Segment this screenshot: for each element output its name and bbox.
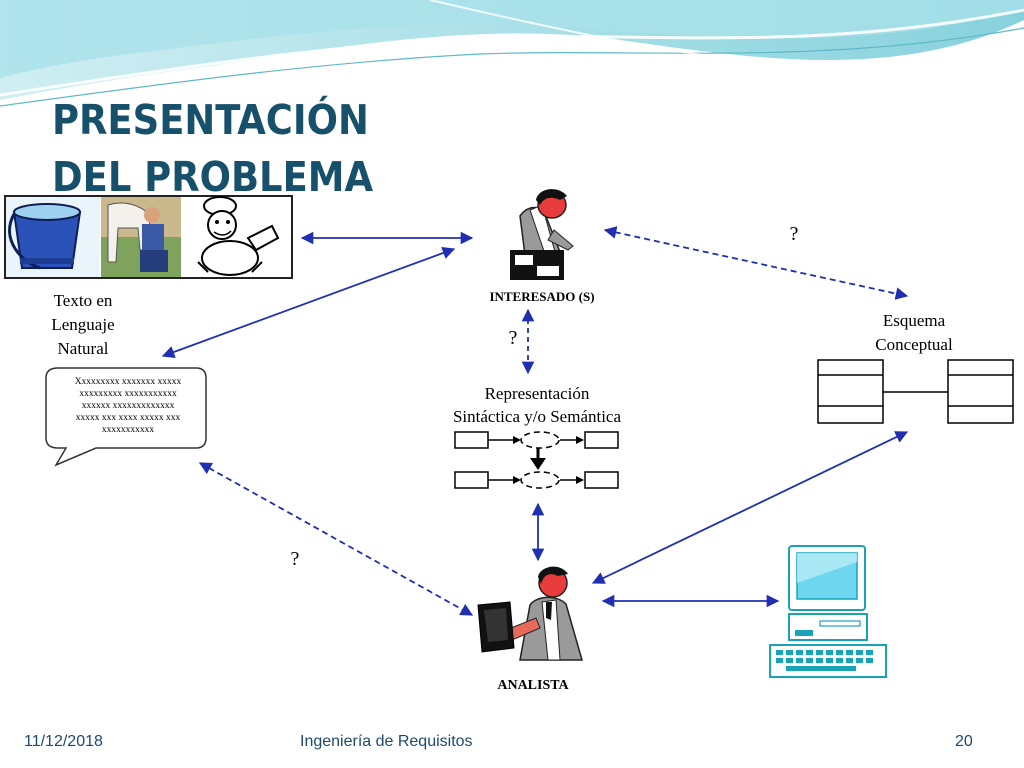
chef-cartoon-icon	[182, 196, 291, 277]
title-line-1: PRESENTACIÓN	[52, 96, 369, 144]
conceptual-schema-diagram	[817, 359, 1014, 424]
representacion-label-line-2: Sintáctica y/o Semántica	[452, 407, 622, 426]
analista-label: ANALISTA	[497, 678, 569, 693]
arrow-interesado-esquema	[603, 226, 909, 300]
footer-page-number: 20	[955, 733, 973, 750]
speech-bubble	[45, 367, 207, 467]
texto-label-line-3: Natural	[57, 339, 109, 358]
bucket-icon	[6, 197, 100, 277]
esquema-label-line-1: Esquema	[882, 311, 946, 330]
question-mark-bottom-left: ?	[290, 548, 300, 570]
question-mark-top-right: ?	[789, 223, 799, 245]
bubble-line: Xxxxxxxxx xxxxxxx xxxxx	[74, 377, 182, 387]
title-line-2: DEL PROBLEMA	[52, 153, 374, 201]
representacion-label: Representación Sintáctica y/o Semántica	[426, 382, 648, 428]
esquema-label-line-2: Conceptual	[875, 335, 953, 354]
arrow-bubble-analista	[198, 462, 474, 616]
interesado-label: INTERESADO (S)	[489, 289, 595, 304]
slide-title: PRESENTACIÓN DEL PROBLEMA	[52, 92, 373, 206]
texto-label-line-1: Texto en	[53, 291, 113, 310]
representacion-label-line-1: Representación	[484, 384, 590, 403]
footer-course: Ingeniería de Requisitos	[300, 733, 473, 750]
interesado-figure-icon	[510, 189, 574, 280]
natural-language-images	[4, 195, 293, 279]
representation-graph	[454, 431, 619, 489]
milking-photo-icon	[101, 197, 181, 277]
wave-header	[0, 0, 1024, 107]
bubble-line: xxxxxx xxxxxxxxxxxxx	[81, 401, 175, 411]
bubble-line: xxxxxxxxx xxxxxxxxxxx	[79, 389, 177, 399]
bubble-text: Xxxxxxxxx xxxxxxx xxxxx xxxxxxxxx xxxxxx…	[52, 376, 204, 436]
texto-label: Texto en Lenguaje Natural	[28, 289, 138, 361]
analista-figure-icon	[472, 552, 583, 662]
arrow-interesado-texto	[161, 247, 456, 358]
question-mark-middle: ?	[508, 327, 518, 349]
esquema-label: Esquema Conceptual	[856, 309, 972, 357]
arrow-analista-esquema	[591, 431, 909, 584]
diagram-arrows	[161, 226, 909, 616]
bubble-line: xxxxx xxx xxxx xxxxx xxx	[75, 413, 181, 423]
texto-label-line-2: Lenguaje	[51, 315, 115, 334]
footer-date: 11/12/2018	[24, 733, 103, 750]
bubble-line: xxxxxxxxxxx	[101, 425, 155, 435]
computer-icon	[769, 545, 887, 678]
